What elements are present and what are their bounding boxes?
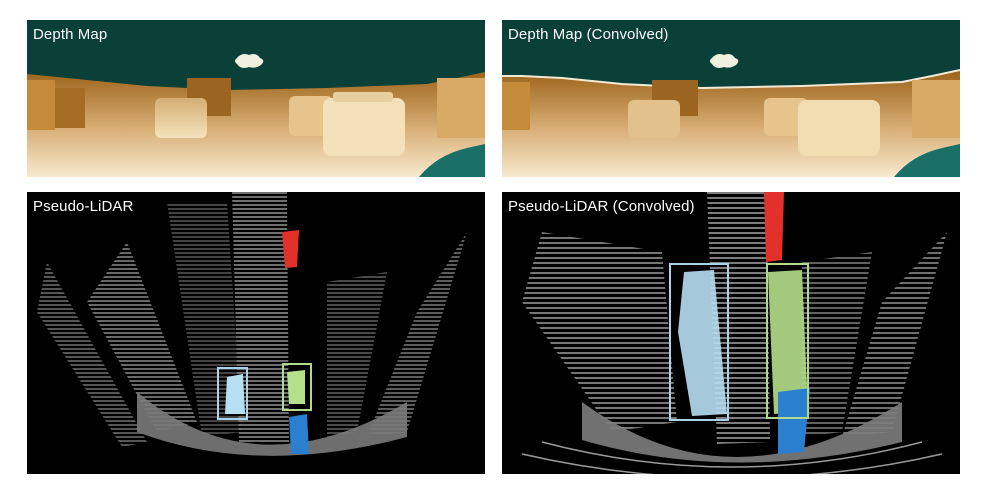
car-shape bbox=[155, 98, 207, 138]
green-point-cluster bbox=[287, 370, 305, 404]
depth-map-convolved-panel: Depth Map (Convolved) bbox=[502, 20, 960, 177]
pseudo-lidar-label: Pseudo-LiDAR bbox=[33, 198, 134, 215]
green-bounding-box bbox=[766, 263, 809, 419]
lightblue-bounding-box bbox=[217, 367, 248, 420]
pseudo-lidar-image bbox=[37, 192, 467, 456]
lightblue-point-cluster bbox=[225, 374, 245, 414]
depth-map-label: Depth Map bbox=[33, 26, 108, 43]
pseudo-lidar-panel: Pseudo-LiDAR bbox=[27, 192, 485, 474]
red-point-cluster bbox=[764, 192, 784, 262]
pseudo-lidar-convolved-label: Pseudo-LiDAR (Convolved) bbox=[508, 198, 695, 215]
blue-point-cluster bbox=[289, 414, 309, 454]
blue-point-cluster bbox=[778, 388, 810, 454]
depth-map-convolved-label: Depth Map (Convolved) bbox=[508, 26, 669, 43]
green-point-cluster bbox=[768, 270, 808, 414]
lightblue-bounding-box bbox=[669, 263, 729, 421]
cloud-shape bbox=[235, 54, 264, 68]
depth-map-panel: Depth Map bbox=[27, 20, 485, 177]
cloud-shape bbox=[710, 54, 739, 68]
green-bounding-box bbox=[282, 363, 312, 411]
pseudo-lidar-convolved-panel: Pseudo-LiDAR (Convolved) bbox=[502, 192, 960, 474]
depth-map-convolved-image bbox=[502, 20, 960, 177]
pseudo-lidar-convolved-image bbox=[521, 192, 947, 474]
depth-map-image bbox=[27, 20, 485, 177]
red-point-cluster bbox=[282, 230, 299, 268]
lightblue-point-cluster bbox=[678, 270, 727, 416]
